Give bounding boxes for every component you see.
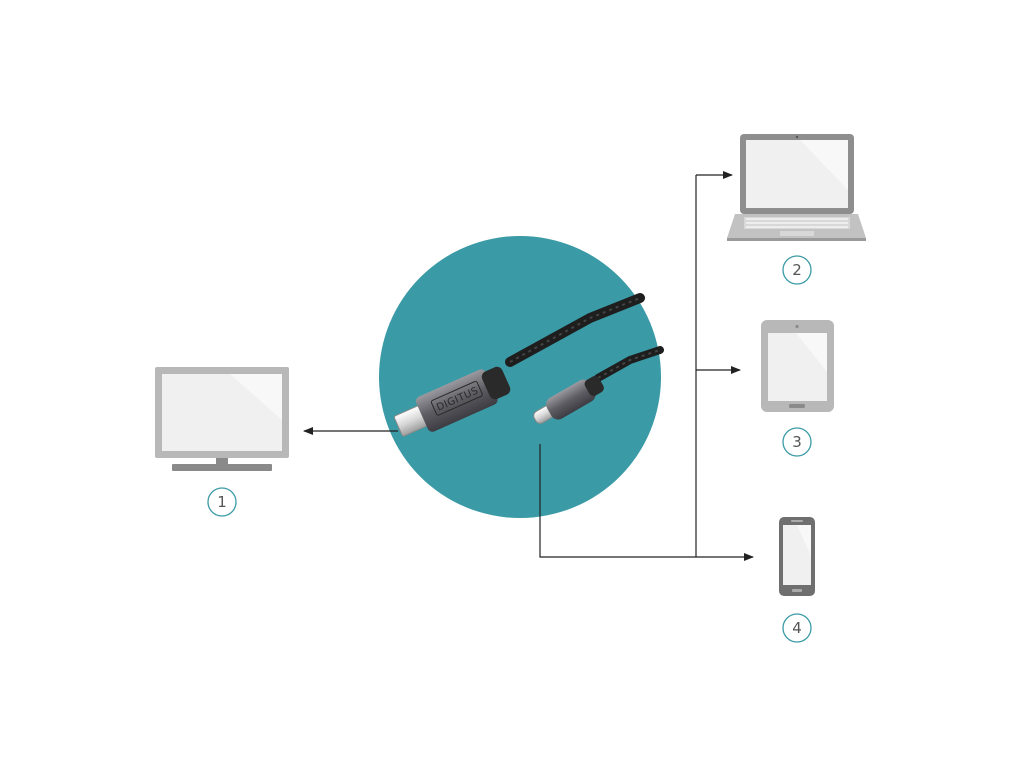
device-number-4: 4: [792, 619, 802, 637]
device-number-3: 3: [792, 433, 802, 451]
teal-circle-background: [379, 236, 661, 518]
usb-c-connector: [533, 376, 604, 424]
laptop-icon: [727, 134, 866, 241]
device-number-badge-3: 3: [782, 427, 812, 457]
product-photo: DIGITUS: [379, 236, 664, 518]
connection-lines: [303, 171, 754, 561]
device-number-badge-1: 1: [207, 487, 237, 517]
device-number-badge-2: 2: [782, 255, 812, 285]
smartphone-icon: [779, 517, 815, 596]
hdmi-connector: DIGITUS: [393, 366, 511, 437]
usb-c-trunk-line: [539, 444, 696, 558]
device-number-2: 2: [792, 261, 802, 279]
monitor-icon: [155, 367, 289, 471]
tablet-icon: [761, 320, 834, 412]
device-number-1: 1: [217, 493, 227, 511]
device-number-badge-4: 4: [782, 613, 812, 643]
